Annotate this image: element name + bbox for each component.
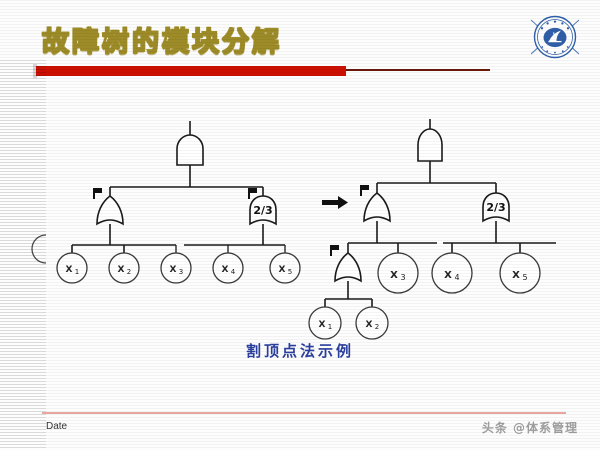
basic-event-x5: X 5	[499, 252, 541, 294]
svg-text:3: 3	[179, 268, 183, 276]
svg-text:2: 2	[375, 323, 379, 331]
cut-vertex-flag-icon	[93, 188, 102, 199]
svg-text:X: X	[512, 270, 520, 281]
slide-header: 故障树的模块分解	[0, 0, 600, 80]
left-vote-gate-label: 2/3	[253, 204, 272, 217]
svg-text:4: 4	[454, 273, 459, 282]
clipped-event-arc	[31, 234, 47, 264]
svg-text:1: 1	[75, 268, 79, 276]
right-fault-tree: 2/3	[308, 119, 556, 340]
title-bar-tick	[33, 64, 37, 78]
left-top-and-gate: AND	[176, 134, 204, 166]
basic-event-x2: X 2	[355, 306, 389, 340]
svg-text:1: 1	[328, 323, 332, 331]
svg-text:4: 4	[231, 268, 236, 276]
fault-tree-diagram: AND 2/3	[0, 95, 600, 385]
svg-text:X: X	[319, 320, 326, 330]
basic-event-x3: X 3	[160, 252, 192, 284]
transform-arrow-icon	[322, 196, 348, 209]
svg-text:X: X	[170, 265, 177, 275]
right-vote-gate: 2/3	[482, 192, 510, 222]
page-title: 故障树的模块分解	[41, 26, 282, 58]
svg-text:X: X	[366, 320, 373, 330]
svg-text:X: X	[390, 270, 398, 281]
right-basic-events: X 3 X 4 X 5	[308, 252, 541, 340]
left-or-gate	[96, 195, 124, 225]
svg-text:X: X	[279, 265, 286, 275]
basic-event-x4: X 4	[212, 252, 244, 284]
title-accent-line	[346, 69, 490, 71]
diagram-caption: 割顶点法示例	[245, 342, 354, 360]
university-emblem-logo	[526, 8, 584, 66]
basic-event-x5: X 5	[269, 252, 301, 284]
svg-text:X: X	[118, 265, 125, 275]
title-accent-bar	[36, 66, 346, 76]
svg-text:5: 5	[288, 268, 292, 276]
right-or-gate-top	[363, 192, 391, 222]
right-top-and-gate	[417, 128, 443, 162]
basic-event-x4: X 4	[431, 252, 473, 294]
svg-text:X: X	[222, 265, 229, 275]
footer-divider	[42, 412, 566, 414]
footer-date-placeholder: Date	[46, 421, 68, 432]
svg-text:3: 3	[400, 273, 405, 282]
cut-vertex-flag-icon	[360, 185, 369, 196]
svg-text:X: X	[444, 270, 452, 281]
watermark-label: 头条 @体系管理	[481, 421, 578, 435]
cut-vertex-flag-icon	[330, 245, 339, 256]
basic-event-x1: X 1	[56, 252, 88, 284]
svg-text:2: 2	[127, 268, 131, 276]
left-vote-gate: 2/3	[249, 195, 277, 225]
left-basic-events: X 1 X 2 X 3 X	[56, 252, 301, 284]
right-or-gate-module	[334, 252, 362, 282]
left-fault-tree: AND 2/3	[31, 121, 301, 284]
right-vote-gate-label: 2/3	[486, 201, 505, 214]
svg-text:X: X	[66, 265, 73, 275]
svg-text:5: 5	[522, 273, 527, 282]
basic-event-x1: X 1	[308, 306, 342, 340]
basic-event-x3: X 3	[377, 252, 419, 294]
basic-event-x2: X 2	[108, 252, 140, 284]
